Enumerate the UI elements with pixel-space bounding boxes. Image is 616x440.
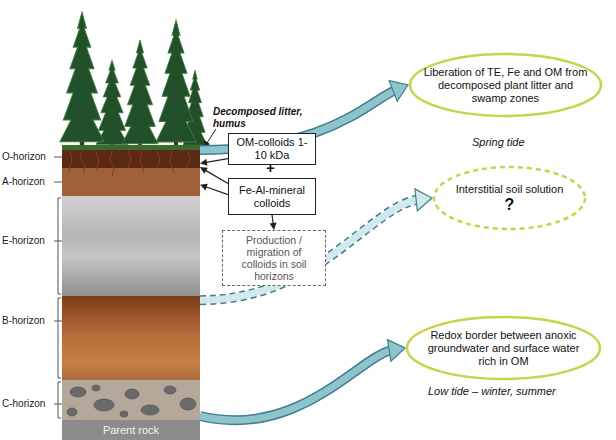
root xyxy=(170,151,174,173)
annotation-label: Decomposed litter, humus xyxy=(213,106,313,130)
rock-label: Parent rock xyxy=(62,420,200,440)
horizon-label: O-horizon xyxy=(2,151,60,163)
root xyxy=(157,151,160,167)
horizon-bracket xyxy=(58,298,61,378)
ellipse-content: Interstitial soil solution? xyxy=(432,165,587,231)
horizon-label: E-horizon xyxy=(2,235,60,247)
horizon-bracket xyxy=(58,198,61,294)
rock xyxy=(180,398,196,410)
arrow-shaft xyxy=(206,159,228,163)
roots xyxy=(69,151,190,176)
arrow-head xyxy=(387,340,405,362)
root xyxy=(96,151,99,170)
horizon-bracket xyxy=(58,382,61,418)
ellipse-content: Liberation of TE, Fe and OM from decompo… xyxy=(408,52,603,118)
leader-line xyxy=(54,182,62,183)
soil-horizon-band: O-horizon xyxy=(62,150,200,168)
source-ellipse: Liberation of TE, Fe and OM from decompo… xyxy=(408,52,603,118)
tide-label: Low tide – winter, summer xyxy=(428,385,588,397)
root xyxy=(80,151,85,174)
box-text: Fe-Al-mineral colloids xyxy=(231,184,313,210)
rock xyxy=(92,385,100,391)
parent-rock-band: Parent rock xyxy=(62,420,200,440)
ellipse-text: Redox border between anoxic groundwater … xyxy=(419,329,589,368)
colloid-box: Fe-Al-mineral colloids xyxy=(228,178,316,215)
box-text: Production / migration of colloids in so… xyxy=(228,234,320,282)
tide-label: Spring tide xyxy=(472,136,552,148)
horizon-label: C-horizon xyxy=(2,398,60,410)
rock xyxy=(141,405,159,415)
arrow-shaft xyxy=(206,187,228,195)
flow-arrow xyxy=(200,184,228,195)
rock xyxy=(125,389,139,399)
ellipse-text: Liberation of TE, Fe and OM from decompo… xyxy=(423,66,588,105)
source-ellipse: Redox border between anoxic groundwater … xyxy=(405,315,602,381)
question-mark: ? xyxy=(505,196,515,214)
box-text: OM-colloids 1-10 kDa xyxy=(231,136,313,162)
transfer-arrow xyxy=(200,340,405,421)
horizon-label: B-horizon xyxy=(2,315,60,327)
flow-arrow xyxy=(200,159,228,166)
root xyxy=(128,151,131,169)
rock xyxy=(120,411,128,417)
conifer-trees xyxy=(60,12,207,150)
soil-horizon-band: A-horizon xyxy=(62,168,200,196)
conifer-tree xyxy=(60,12,104,150)
flow-arrow xyxy=(200,167,228,183)
root xyxy=(140,151,144,172)
arrow-head xyxy=(389,81,408,101)
horizon-label: A-horizon xyxy=(2,176,60,188)
rock xyxy=(67,408,77,416)
leader-line xyxy=(54,157,62,158)
root xyxy=(110,151,114,176)
source-ellipse: Interstitial soil solution? xyxy=(432,165,587,231)
ellipse-shape xyxy=(434,167,585,229)
arrow-head xyxy=(200,184,208,191)
root xyxy=(69,151,72,171)
soil-horizon-band: B-horizon xyxy=(62,296,200,380)
plus-sign: + xyxy=(266,162,280,174)
ellipse-shape xyxy=(407,317,600,379)
rocks xyxy=(67,385,196,417)
arrow-outline xyxy=(200,350,393,420)
rock xyxy=(164,386,176,394)
horizon-leader-lines xyxy=(54,157,62,418)
arrow-head xyxy=(200,167,208,174)
conifer-tree xyxy=(156,20,196,150)
arrow-head xyxy=(415,189,432,211)
arrow-head xyxy=(270,223,277,230)
arrow-shaft xyxy=(205,170,228,183)
ellipse-shape xyxy=(410,54,601,116)
ellipse-content: Redox border between anoxic groundwater … xyxy=(405,315,602,381)
soil-horizon-band: E-horizon xyxy=(62,196,200,296)
process-box: Production / migration of colloids in so… xyxy=(222,230,326,286)
colloid-box: OM-colloids 1-10 kDa xyxy=(228,133,316,165)
ellipse-text: Interstitial soil solution xyxy=(456,183,564,196)
leader-line xyxy=(207,129,216,143)
rock xyxy=(70,387,86,397)
soil-horizon-band: C-horizon xyxy=(62,380,200,420)
root xyxy=(187,151,190,168)
rock xyxy=(94,399,114,411)
conifer-tree xyxy=(122,40,158,150)
arrow-body xyxy=(200,350,393,420)
arrow-head xyxy=(200,159,207,166)
arrow-shaft xyxy=(272,215,273,224)
flow-arrow xyxy=(270,215,277,230)
